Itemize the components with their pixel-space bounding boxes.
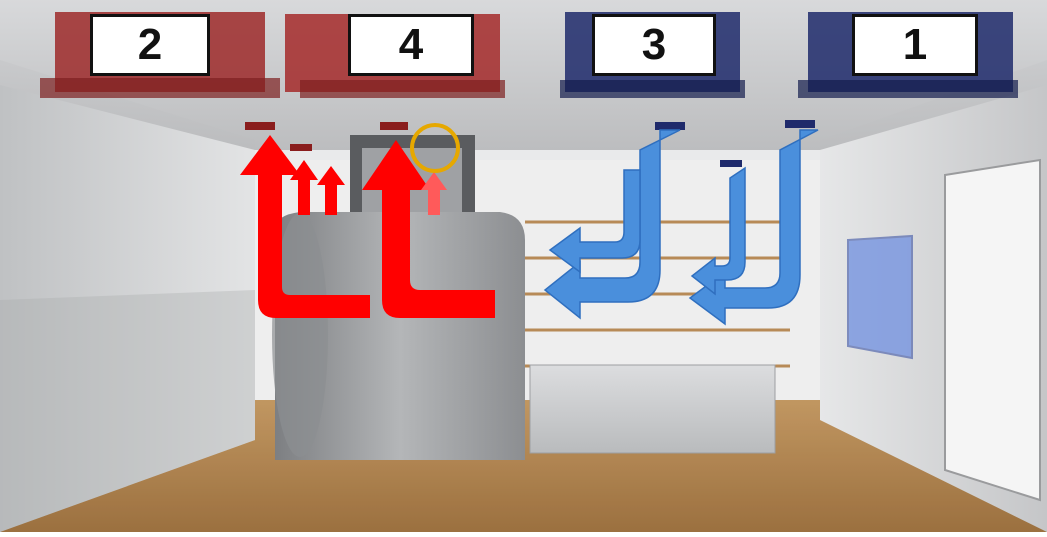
patient-table [529,364,776,454]
warm-airflow-arrows [240,135,495,318]
warm-air-arrow-large-left [240,135,370,318]
circle-marker-icon [410,123,460,173]
warm-air-arrow-up [290,160,318,215]
warm-air-arrow-large-right [362,140,495,318]
warm-air-arrow-up [317,166,345,215]
cool-airflow-arrows [543,129,819,326]
unit-label-2: 2 [90,14,210,76]
vent [245,122,275,130]
unit-label-3: 3 [592,14,716,76]
floor [0,400,1047,532]
window [847,234,913,360]
machine-housing [275,212,525,460]
cool-air-arrow [690,166,746,296]
door [944,158,1041,502]
left-wall [0,60,255,532]
vent [655,122,685,130]
cool-air-arrow [548,169,641,274]
vent [290,144,312,151]
unit-label-1: 1 [852,14,978,76]
warm-air-arrow-up-light [421,172,447,215]
unit-label-4: 4 [348,14,474,76]
vent [785,120,815,128]
vent [720,160,742,167]
warm-air-small-arrows [290,160,447,215]
vent [380,122,408,130]
